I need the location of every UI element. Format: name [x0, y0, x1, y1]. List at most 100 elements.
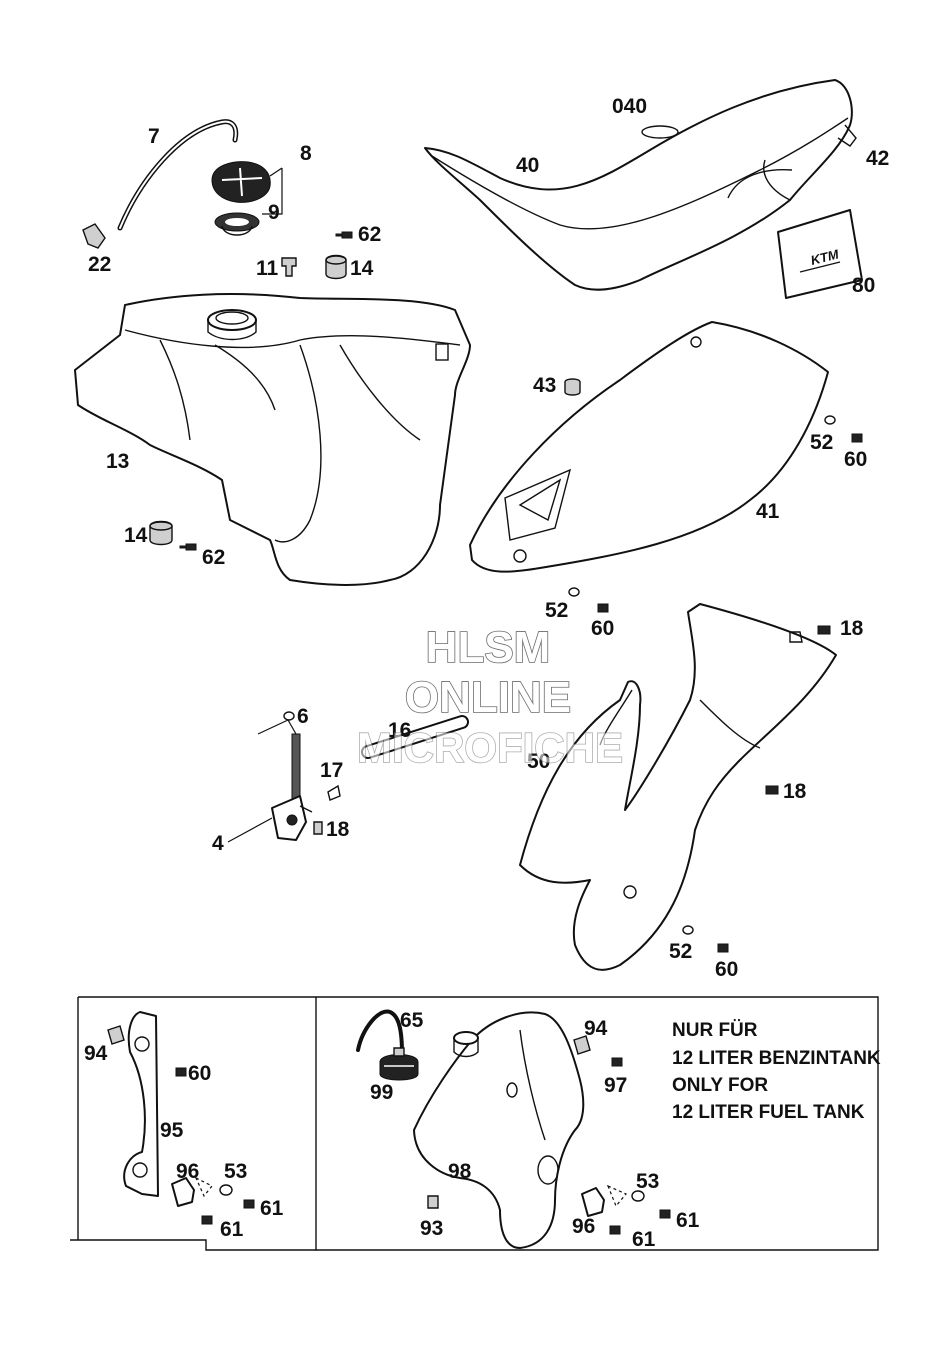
nut-96-right [581, 1187, 605, 1217]
spoiler-right [469, 321, 829, 573]
leader-53-right [606, 1184, 627, 1208]
vent-hose-inner [119, 120, 237, 229]
label-40: 40 [516, 154, 539, 177]
label-18-b: 18 [783, 780, 807, 803]
label-6: 6 [297, 705, 309, 728]
screw-62-top [335, 231, 353, 239]
seat [424, 79, 857, 291]
note-line-4: 12 LITER FUEL TANK [672, 1102, 865, 1123]
fuel-tank [74, 293, 471, 586]
label-9: 9 [268, 201, 280, 224]
label-22: 22 [88, 253, 111, 276]
label-17: 17 [320, 759, 343, 782]
label-4: 4 [212, 832, 224, 855]
nut-96-left [171, 1177, 195, 1207]
label-41: 41 [756, 500, 780, 523]
screw-61-right-a [659, 1209, 671, 1219]
screw-18-a [817, 625, 831, 635]
screw-60-mid [597, 603, 609, 613]
decal-logo: KTM [809, 246, 841, 268]
label-60-mid: 60 [591, 617, 614, 640]
screw-97 [611, 1057, 623, 1067]
label-97: 97 [604, 1074, 627, 1097]
label-14-bot: 14 [124, 524, 148, 547]
bushing-14-top [325, 254, 347, 280]
label-94-right: 94 [584, 1017, 608, 1040]
cap-gasket [214, 212, 260, 236]
label-61-left-b: 61 [220, 1218, 244, 1241]
label-95: 95 [160, 1119, 184, 1142]
label-60-left: 60 [188, 1062, 211, 1085]
label-94-left: 94 [84, 1042, 108, 1065]
label-52-mid: 52 [545, 599, 568, 622]
bushing-43 [564, 378, 581, 396]
screw-62-bot [179, 543, 197, 551]
label-99: 99 [370, 1081, 393, 1104]
o-ring-6 [283, 711, 295, 721]
label-53-left: 53 [224, 1160, 247, 1183]
screw-18-c [313, 821, 323, 835]
label-11: 11 [256, 257, 279, 280]
fuel-hose-16 [361, 715, 469, 759]
fuel-cap [211, 161, 271, 203]
leader-53-left [194, 1176, 213, 1198]
note-line-2: 12 LITER BENZINTANK [672, 1048, 881, 1069]
seat-decal: KTM [777, 209, 863, 299]
bushing-14-bot [149, 520, 173, 546]
leader-8 [269, 167, 283, 177]
label-80: 80 [852, 274, 875, 297]
clip-17 [327, 784, 341, 801]
label-42: 42 [866, 147, 889, 170]
label-62-bot: 62 [202, 546, 225, 569]
washer-53-left [219, 1184, 233, 1196]
label-18-a: 18 [840, 617, 864, 640]
spacer-94-left [107, 1025, 125, 1045]
label-18-c: 18 [326, 818, 350, 841]
label-52-bot: 52 [669, 940, 692, 963]
spacer-94-right [573, 1035, 591, 1055]
screw-61-left-b [201, 1215, 213, 1225]
label-60-right: 60 [844, 448, 867, 471]
vent-hose-65 [356, 1009, 404, 1056]
label-65: 65 [400, 1009, 424, 1032]
screw-60-bot [717, 943, 729, 953]
label-61-right-a: 61 [676, 1209, 700, 1232]
washer-53-right [631, 1190, 645, 1202]
fuel-tap [271, 733, 313, 841]
label-98: 98 [448, 1160, 472, 1183]
label-53-right: 53 [636, 1170, 659, 1193]
screw-60-left [175, 1067, 187, 1077]
screw-18-b [765, 785, 779, 795]
watermark-line-2: ONLINE [405, 673, 571, 722]
label-93: 93 [420, 1217, 443, 1240]
washer-52-right [824, 415, 836, 425]
label-50: 50 [527, 750, 550, 773]
label-96-right: 96 [572, 1215, 595, 1238]
leader-8-9 [262, 168, 283, 215]
screw-93 [427, 1195, 439, 1209]
label-96-left: 96 [176, 1160, 199, 1183]
tank-12l [413, 1011, 585, 1249]
side-cover [519, 603, 837, 971]
leader-4 [227, 817, 273, 843]
label-61-left-a: 61 [260, 1197, 284, 1220]
washer-52-bot [682, 925, 694, 935]
washer-52-mid [568, 587, 580, 597]
label-62-top: 62 [358, 223, 381, 246]
screw-61-left-a [243, 1199, 255, 1209]
label-52-right: 52 [810, 431, 833, 454]
label-14-top: 14 [350, 257, 374, 280]
watermark-line-1: HLSM [426, 623, 551, 672]
screw-60-right [851, 433, 863, 443]
note-line-1: NUR FÜR [672, 1020, 758, 1041]
label-16: 16 [388, 719, 411, 742]
screw-61-right-b [609, 1225, 621, 1235]
label-7: 7 [148, 125, 160, 148]
label-61-right-b: 61 [632, 1228, 656, 1251]
label-13: 13 [106, 450, 129, 473]
inset-frame [70, 996, 879, 1251]
fuel-cap-99 [379, 1047, 419, 1081]
bracket-95 [123, 1011, 159, 1197]
